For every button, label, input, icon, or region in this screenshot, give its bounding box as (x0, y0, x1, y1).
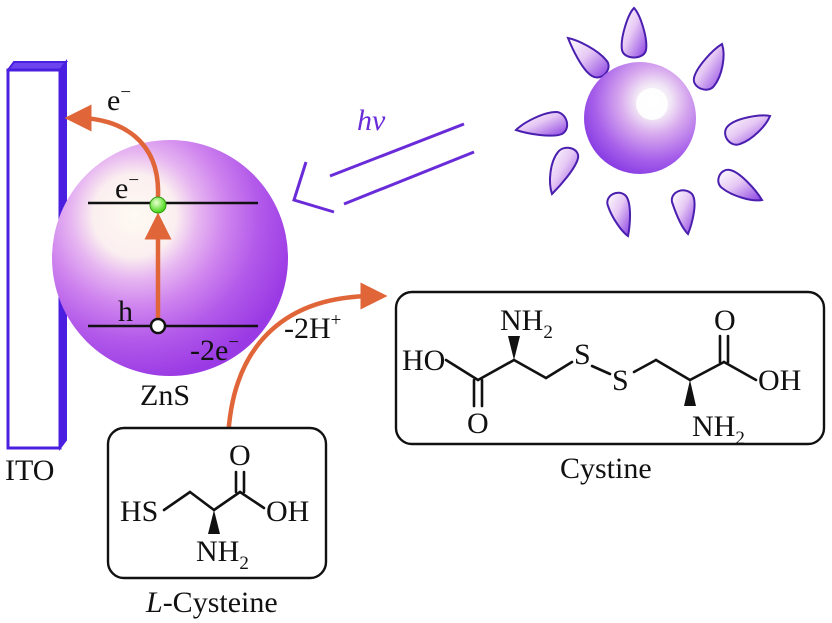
cystine-left-amine: NH2 (500, 304, 553, 343)
cb-electron-label: e− (115, 170, 139, 205)
light-label: hν (357, 104, 386, 137)
electron-dot (149, 196, 167, 214)
cystine-sulfur-2: S (612, 364, 629, 397)
light-arrow (292, 122, 475, 214)
cysteine-amine: NH2 (196, 535, 249, 574)
cystine-name: Cystine (560, 452, 652, 485)
hole-label: h (118, 295, 133, 328)
cysteine-name: L-Cysteine (145, 586, 278, 619)
cystine-left-hydroxyl: HO (402, 344, 445, 377)
ito-electrode (6, 59, 68, 451)
oxidation-electrons-label: -2e− (190, 332, 239, 367)
hole-dot (149, 317, 167, 335)
ito-label: ITO (5, 454, 54, 487)
cysteine-box (106, 426, 328, 580)
cystine-box (394, 290, 826, 446)
electron-transfer-arrow (64, 104, 161, 199)
cystine-structure (444, 334, 758, 408)
cysteine-thiol: HS (120, 495, 158, 528)
cystine-sulfur-1: S (574, 338, 591, 371)
cystine-right-carbonyl: O (714, 304, 736, 337)
electron-label: e− (107, 82, 131, 117)
sun-icon (514, 6, 772, 238)
cystine-left-carbonyl: O (467, 407, 489, 440)
cystine-right-hydroxyl: OH (758, 364, 801, 397)
zns-label: ZnS (140, 379, 190, 412)
cysteine-structure (162, 470, 266, 534)
zns-particle (52, 140, 288, 376)
cysteine-carbonyl: O (229, 439, 251, 472)
oxidation-arrow (225, 282, 388, 443)
cysteine-hydroxyl: OH (266, 495, 309, 528)
cystine-right-amine: NH2 (692, 410, 745, 449)
